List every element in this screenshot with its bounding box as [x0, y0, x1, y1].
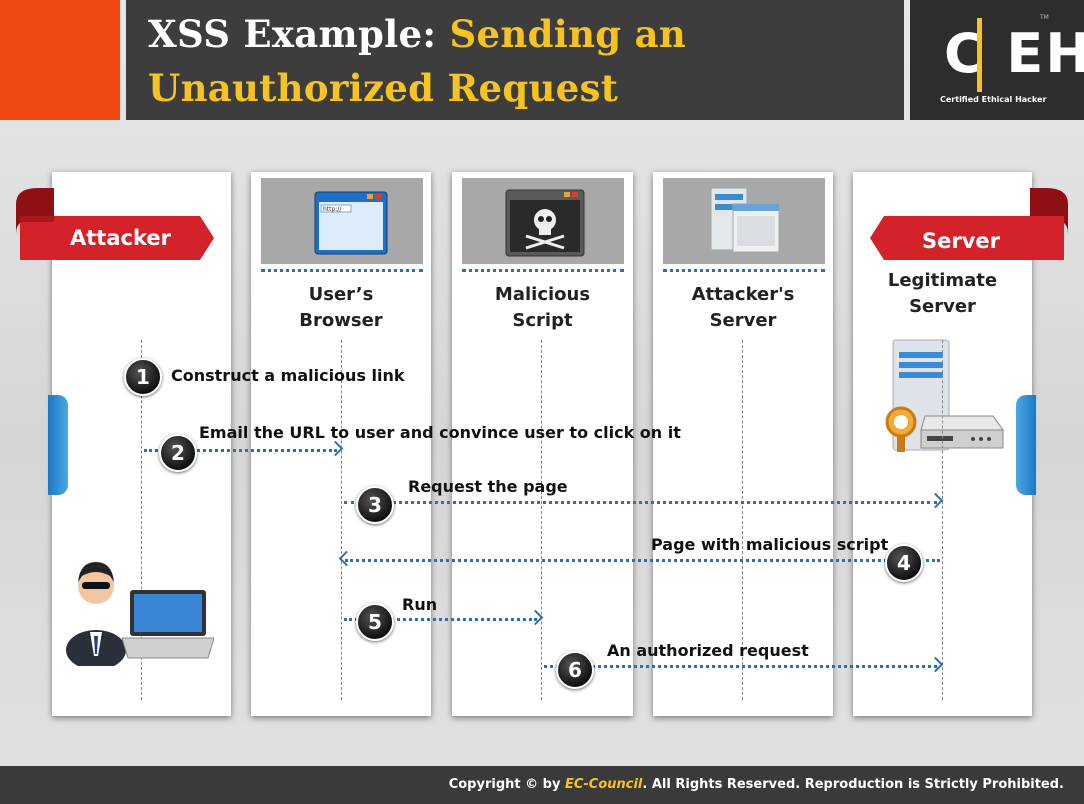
- server-thumbnail: [663, 178, 825, 264]
- title-white-part: XSS Example:: [148, 12, 450, 56]
- label-browser-1: User’s: [308, 284, 374, 305]
- copyright-text: Copyright © by EC-Council. All Rights Re…: [449, 777, 1064, 792]
- copyright-brand: EC-Council: [564, 777, 643, 792]
- step-1-badge: 1: [124, 358, 162, 396]
- label-script-1: Malicious: [494, 284, 591, 305]
- arrow-step-3: [344, 501, 937, 504]
- logo-letters: C EH: [944, 22, 1084, 85]
- browser-thumbnail: http://: [261, 178, 423, 264]
- lifeline-legit-server: [942, 340, 943, 700]
- lifeline-browser: [341, 340, 342, 700]
- attacker-ribbon: [16, 188, 214, 260]
- server-ribbon: [870, 188, 1068, 260]
- script-thumbnail: [462, 178, 624, 264]
- attacker-ribbon-label: Attacker: [70, 226, 171, 250]
- step-6-badge: 6: [556, 651, 594, 689]
- lifeline-script: [541, 340, 542, 700]
- label-legit-server-1: Legitimate: [887, 270, 998, 291]
- logo-divider: [977, 18, 982, 92]
- copyright-suffix: . All Rights Reserved. Reproduction is S…: [642, 777, 1064, 792]
- logo-tm: TM: [1040, 14, 1049, 21]
- lane-attackers-server: Attacker's Server: [653, 172, 833, 716]
- page-title-line-2: Unauthorized Request: [148, 66, 619, 110]
- label-legit-server-2: Server: [909, 296, 976, 317]
- step-2-badge: 2: [159, 434, 197, 472]
- logo-subtitle: Certified Ethical Hacker: [940, 95, 1047, 104]
- step-3-label: Request the page: [408, 477, 568, 496]
- ceh-logo: C EH Certified Ethical Hacker TM: [910, 0, 1084, 120]
- lane-malicious-script: Malicious Script: [452, 172, 633, 716]
- page-title-line-1: XSS Example: Sending an: [148, 12, 686, 56]
- label-browser-2: Browser: [299, 310, 383, 331]
- label-script-2: Script: [512, 310, 573, 331]
- left-blue-tab: [48, 395, 68, 495]
- browser-url-text: http://: [323, 206, 342, 213]
- arrow-step-6: [544, 665, 937, 668]
- attacker-with-laptop-icon: [66, 562, 214, 666]
- server-ribbon-label: Server: [922, 229, 1001, 253]
- step-5-label: Run: [402, 595, 438, 614]
- step-4-badge: 4: [885, 544, 923, 582]
- step-5-badge: 5: [356, 603, 394, 641]
- server-windows-icon: [710, 187, 780, 253]
- step-4-label: Page with malicious script: [651, 535, 889, 554]
- header-orange-block: [0, 0, 120, 120]
- lane-separator: [462, 269, 624, 272]
- step-2-label: Email the URL to user and convince user …: [199, 423, 681, 442]
- arrow-step-5: [344, 618, 537, 621]
- label-attacker-server-2: Server: [709, 310, 777, 331]
- legitimate-server-icon: [885, 339, 1004, 452]
- label-attacker-server-1: Attacker's: [691, 284, 795, 305]
- title-bar: XSS Example: Sending an Unauthorized Req…: [126, 0, 904, 120]
- lane-separator: [663, 269, 825, 272]
- arrow-step-4: [345, 559, 940, 562]
- browser-window-icon: http://: [314, 191, 388, 255]
- step-6-label: An authorized request: [607, 641, 809, 660]
- step-3-badge: 3: [356, 486, 394, 524]
- footer-bar: Copyright © by EC-Council. All Rights Re…: [0, 766, 1084, 804]
- lifeline-attacker-server: [742, 340, 743, 700]
- lifeline-attacker: [141, 340, 142, 700]
- arrow-step-2: [144, 449, 337, 452]
- title-yellow-part: Sending an: [449, 12, 687, 56]
- right-blue-tab: [1016, 395, 1036, 495]
- lane-separator: [261, 269, 423, 272]
- copyright-prefix: Copyright © by: [448, 777, 565, 792]
- step-1-label: Construct a malicious link: [171, 366, 405, 385]
- skull-window-icon: [505, 189, 585, 257]
